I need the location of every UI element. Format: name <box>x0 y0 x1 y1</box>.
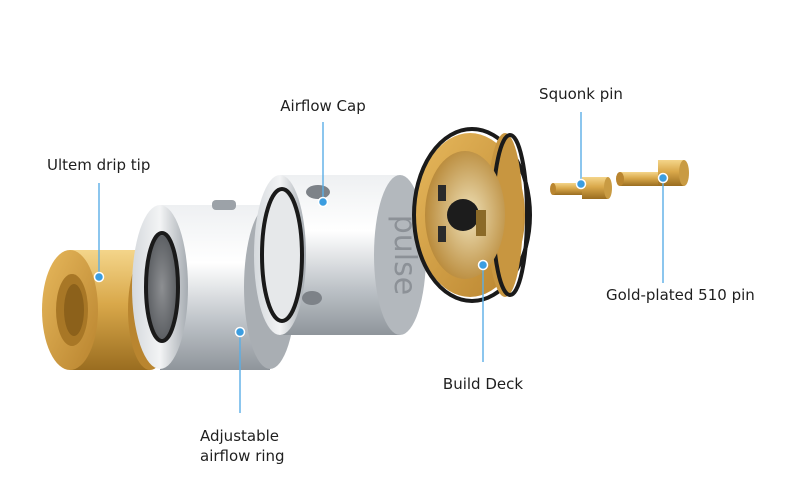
leader-lines <box>98 112 664 413</box>
callout-dots <box>93 172 669 338</box>
label-airflow-ring-line2: airflow ring <box>200 447 285 465</box>
label-drip-tip: Ultem drip tip <box>47 156 151 174</box>
label-squonk-pin: Squonk pin <box>539 85 623 103</box>
label-build-deck: Build Deck <box>442 375 524 393</box>
label-airflow-ring-line1: Adjustable <box>200 427 279 445</box>
airflow-cap-part: pulse <box>254 175 426 335</box>
label-gold-pin: Gold-plated 510 pin <box>606 286 755 304</box>
build-deck-part <box>412 127 532 303</box>
gold-510-pin-part <box>616 160 689 186</box>
squonk-pin-part <box>550 177 612 199</box>
dot-airflow-cap <box>317 196 329 208</box>
dot-squonk-pin <box>575 178 587 190</box>
dot-build-deck <box>477 259 489 271</box>
dot-airflow-ring <box>234 326 246 338</box>
dot-drip-tip <box>93 271 105 283</box>
dot-gold-pin <box>657 172 669 184</box>
label-airflow-cap: Airflow Cap <box>280 97 366 115</box>
